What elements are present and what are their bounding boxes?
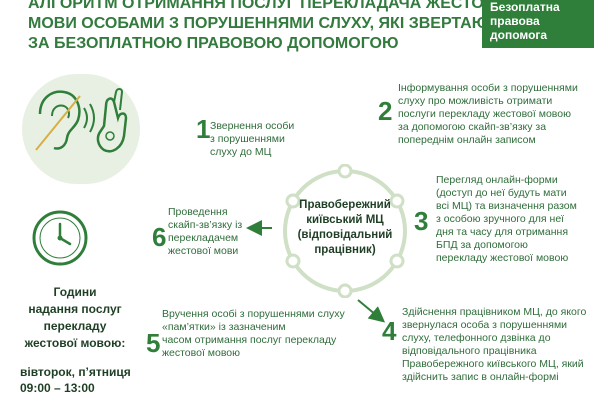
center-line: Правобережний (299, 199, 391, 211)
step-line: БПД за допомогою (436, 239, 528, 251)
step-line: всі МЦ) та визначення разом (436, 200, 577, 212)
step-line: «пам’ятки» із зазначеним (162, 321, 286, 333)
step-line: жестової мовою (162, 347, 241, 359)
step-number: 3 (414, 206, 429, 236)
hours-title-line: Години (53, 285, 97, 299)
hours-time-line: 09:00 – 13:00 (20, 381, 95, 395)
step-line: скайп-зв’язку із (168, 219, 243, 231)
step-number: 1 (196, 114, 211, 144)
center-line: працівник) (314, 244, 376, 256)
center-line: київський МЦ (306, 214, 384, 226)
step-number: 4 (382, 316, 397, 346)
step-line: Правобережного київського МЦ, який (402, 358, 584, 370)
step-line: перекладу жестової мовою (436, 252, 569, 264)
step-text: Вручення особі з порушеннями слуху «пам’… (162, 308, 358, 360)
title-line-2: мови особами з порушеннями слуху, які зв… (28, 15, 532, 32)
step-line: жестової мови (168, 245, 239, 257)
logo-line-3: допомога (490, 28, 548, 42)
header: Алгоритм отримання послуг перекладача же… (0, 0, 600, 58)
hours-title-line: надання послуг (28, 302, 122, 316)
step-line: попереднім онлайн записом (398, 134, 536, 146)
step-text: Звернення особи з порушеннями слуху до М… (210, 120, 330, 159)
step-number: 2 (378, 96, 393, 126)
step-text: Перегляд онлайн-форми (доступ до неї буд… (436, 174, 594, 265)
step-line: відповідального працівника (402, 345, 537, 357)
step-number: 5 (146, 328, 161, 358)
logo-line-2: правова (490, 14, 540, 28)
step-line: за допомогою скайп-зв’язку за (398, 121, 547, 133)
step-line: звернулася особа з порушеннями (402, 319, 568, 331)
step-line: часом отримання послуг перекладу (162, 334, 337, 346)
step-line: з порушеннями (210, 133, 285, 145)
page-title: Алгоритм отримання послуг перекладача же… (28, 0, 532, 54)
hours-title-line: жестової мовою: (24, 336, 126, 350)
ear-hand-illustration (35, 88, 128, 153)
logo: Безоплатна правова допомога (482, 0, 594, 48)
step-line: Проведення (168, 206, 228, 218)
hours-days: вівторок, п’ятниця 09:00 – 13:00 (10, 364, 150, 396)
step-line: з особою зручного для неї (436, 213, 565, 225)
step-text: Здійснення працівником МЦ, до якого звер… (402, 306, 598, 384)
step-line: слуху, телефонного дзвінка до (402, 332, 551, 344)
center-line: (відповідальний (297, 229, 393, 241)
step-line: Перегляд онлайн-форми (436, 174, 558, 186)
step-line: дня та часу для отримання (436, 226, 569, 238)
center-label: Правобережний київський МЦ (відповідальн… (278, 198, 412, 258)
hours-box (0, 272, 143, 400)
step-line: Здійснення працівником МЦ, до якого (402, 306, 587, 318)
step-line: здійснить запис в онлайн-формі (402, 371, 559, 383)
step-line: Вручення особі з порушеннями слуху (162, 308, 345, 320)
title-line-1: Алгоритм отримання послуг перекладача же… (28, 0, 512, 12)
clock-icon (30, 208, 90, 268)
hours-days-line: вівторок, п’ятниця (20, 365, 131, 379)
step-line: послуги перекладу жестової мовою (398, 108, 571, 120)
step-text: Інформування особи з порушеннями слуху п… (398, 82, 596, 147)
hours-title-line: перекладу (43, 319, 107, 333)
step-line: перекладачем (168, 232, 239, 244)
center-circle (278, 163, 412, 299)
step-line: слуху про можливість отримати (398, 95, 553, 107)
hours-title: Години надання послуг перекладу жестової… (10, 284, 140, 352)
step-line: Інформування особи з порушеннями (398, 82, 578, 94)
step-line: слуху до МЦ (210, 146, 272, 158)
step-number: 6 (152, 222, 167, 252)
logo-line-1: Безоплатна (490, 0, 560, 14)
step-line: Звернення особи (210, 120, 295, 132)
title-line-3: за безоплатною правовою допомогою (28, 35, 399, 52)
step-line: (доступ до неї будуть мати (436, 187, 567, 199)
step-text: Проведення скайп-зв’язку із перекладачем… (168, 206, 252, 258)
deaf-sign-language-icon (22, 74, 140, 184)
arrow-to-step-4 (357, 299, 386, 323)
